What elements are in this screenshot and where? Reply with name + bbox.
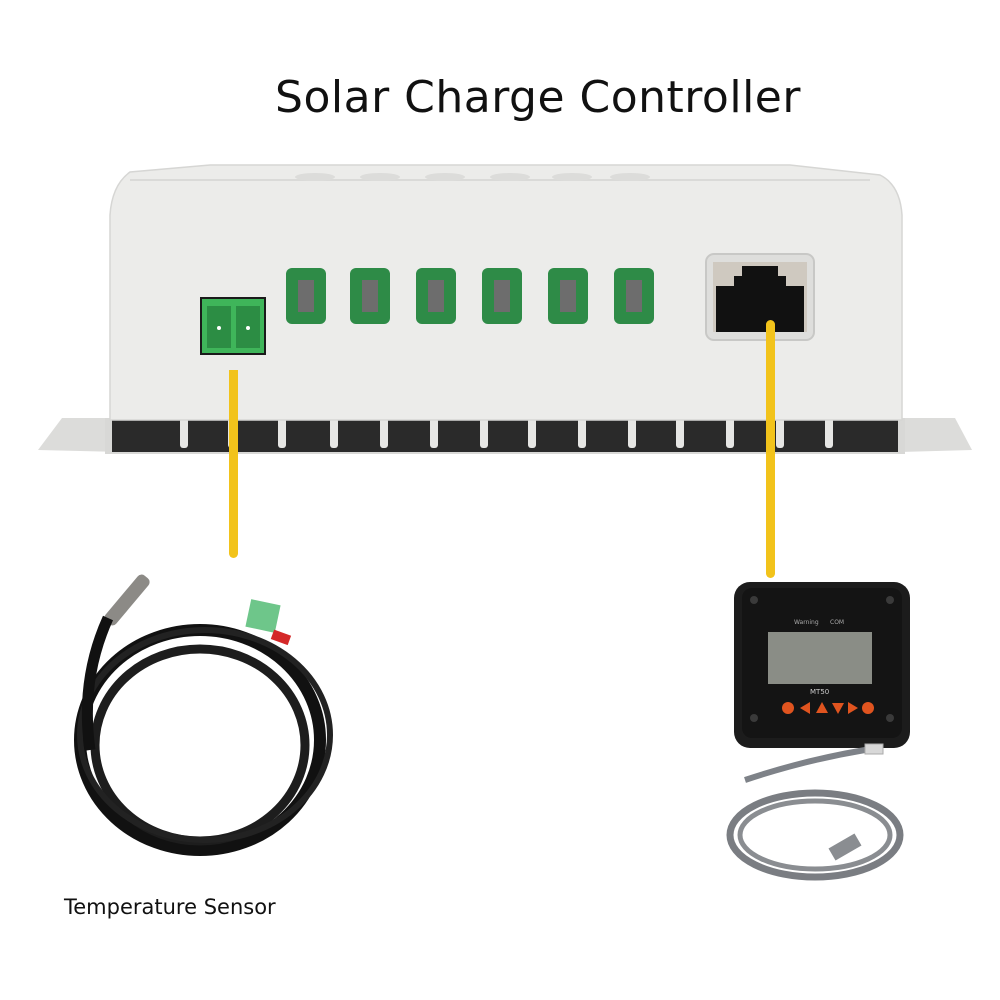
top-vents	[295, 173, 650, 181]
temperature-sensor-caption: Temperature Sensor	[64, 895, 276, 919]
leader-line-temperature	[229, 370, 238, 558]
sensor-connector	[245, 599, 292, 646]
sensor-probe	[104, 574, 150, 626]
communication-cable	[726, 743, 904, 881]
solar-charge-controller	[38, 164, 972, 454]
rj45-plug-top	[864, 743, 884, 755]
leader-line-communication	[766, 320, 775, 578]
left-mounting-flange	[38, 418, 122, 452]
power-terminals	[286, 268, 654, 324]
meter-warning-label: Warning	[794, 619, 819, 626]
meter-com-label: COM	[830, 619, 844, 626]
meter-lcd	[768, 632, 872, 684]
rj45-communication-port	[705, 253, 815, 341]
temperature-sensor-port	[200, 297, 266, 355]
meter-buttons	[782, 702, 874, 714]
right-mounting-flange	[900, 418, 972, 452]
page-title: Solar Charge Controller	[275, 72, 801, 123]
meter-model-label: MT50	[810, 688, 829, 696]
remote-meter: Warning COM MT50	[734, 582, 910, 748]
temperature-sensor	[74, 574, 333, 856]
rj45-plug-bottom	[828, 833, 862, 861]
